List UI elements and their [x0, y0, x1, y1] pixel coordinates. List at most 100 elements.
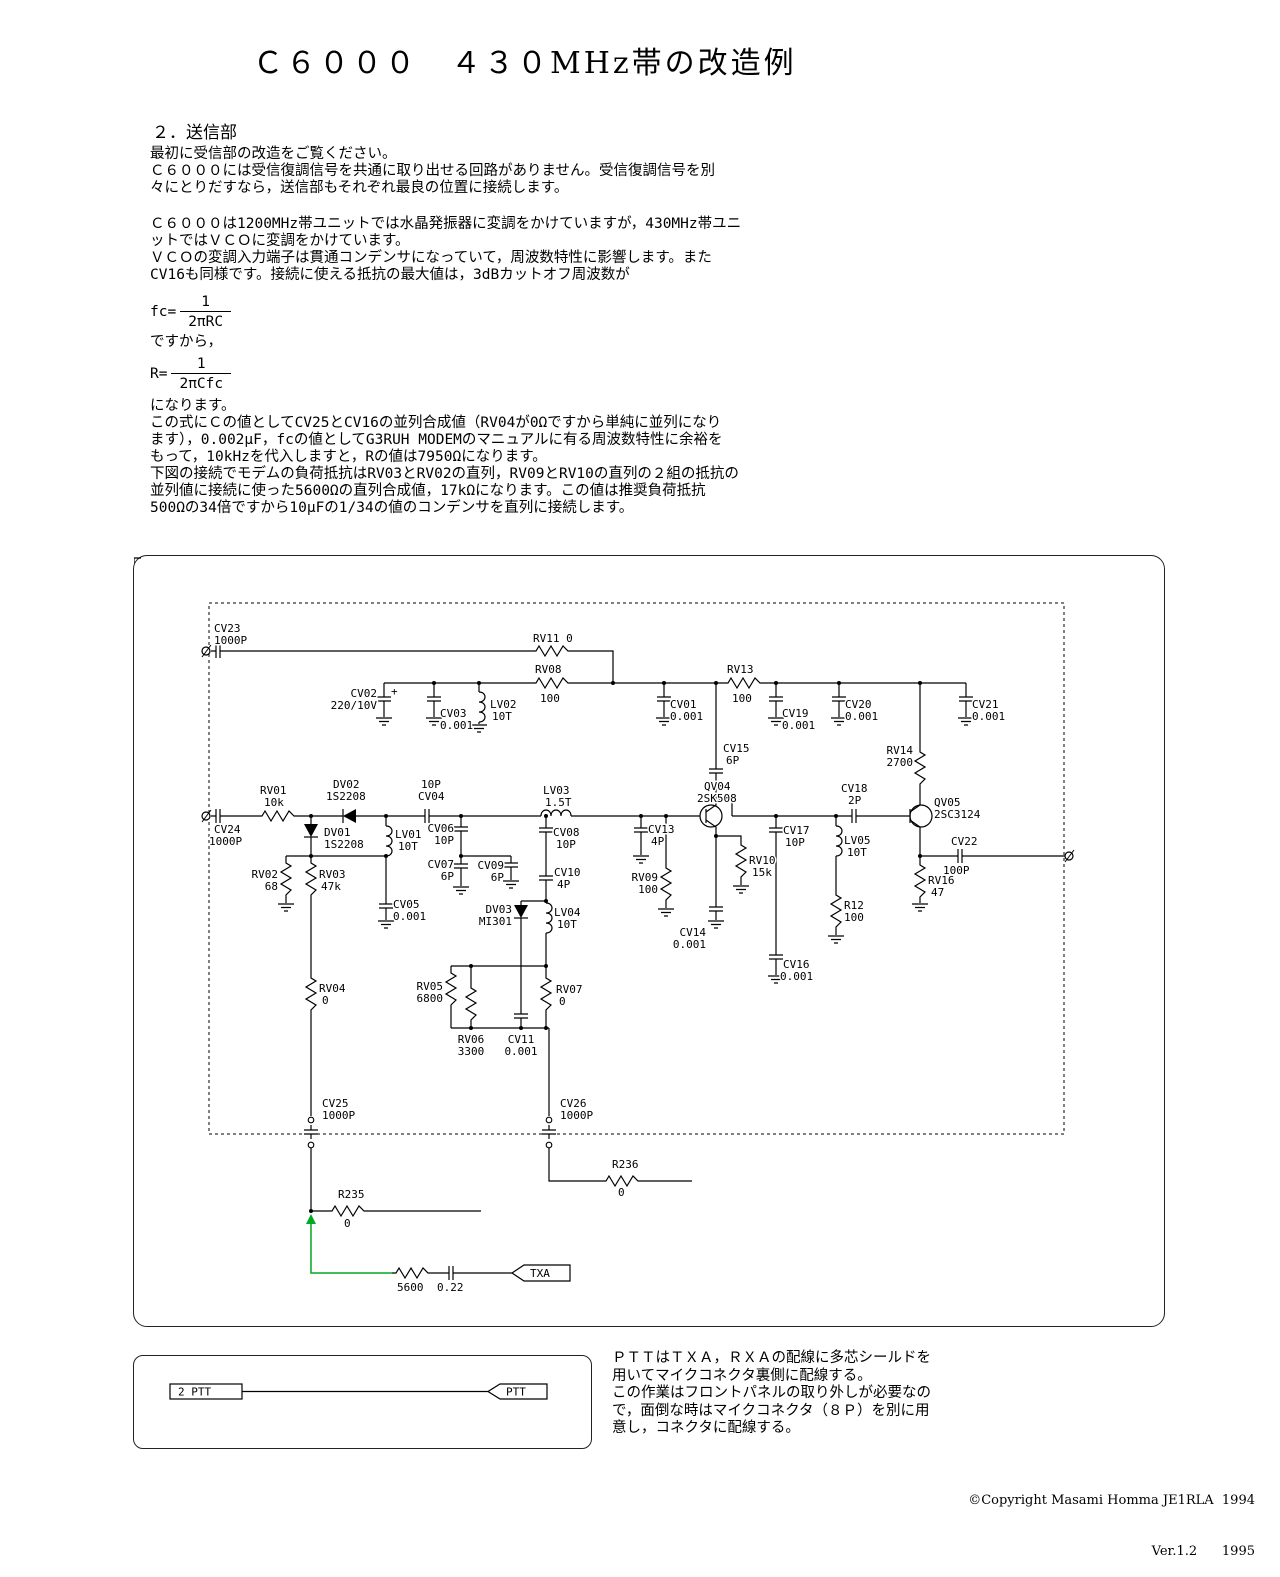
text-line: Ｃ６０００には受信復調信号を共通に取り出せる回路がありません。受信復調信号を別	[150, 163, 716, 179]
component-label: 6P	[491, 871, 505, 884]
component-label: RV04	[319, 982, 346, 995]
ptt-connector-tag	[486, 1383, 548, 1400]
ptt-tag-label: PTT	[506, 1386, 526, 1399]
component-label: 0	[618, 1186, 625, 1199]
component-label: CV14	[680, 926, 707, 939]
component-label: 1S2208	[324, 838, 364, 851]
formula-r: R= 1 2πCfc	[150, 356, 232, 392]
component-label: 15k	[752, 866, 772, 879]
formula-fc: fc= 1 2πRC	[150, 294, 232, 330]
component-label: DV02	[333, 778, 360, 791]
text-line: 並列値に接続に使った5600Ωの直列合成値，17kΩになります。この値は推奨負荷…	[150, 483, 706, 499]
component-label: 2SC3124	[934, 808, 981, 821]
component-label: RV16	[928, 874, 955, 887]
component-label: DV01	[324, 826, 351, 839]
formula-lhs: fc=	[150, 304, 177, 320]
text-line: 下図の接続でモデムの負荷抵抗はRV03とRV02の直列，RV09とRV10の直列…	[150, 466, 739, 482]
component-label: CV07	[428, 858, 455, 871]
component-label: R235	[338, 1188, 365, 1201]
component-label: CV11	[508, 1033, 535, 1046]
component-label: R236	[612, 1158, 639, 1171]
formula-numerator: 1	[201, 294, 211, 310]
component-label: 0	[559, 995, 566, 1008]
input-terminal-mid	[201, 809, 212, 823]
component-label: CV04	[418, 790, 445, 803]
resistors	[257, 645, 926, 1279]
shield-boundary	[208, 602, 1065, 1135]
component-label: CV10	[554, 866, 581, 879]
component-label: CV01	[670, 698, 697, 711]
component-label: 2700	[887, 756, 914, 769]
component-label: 4P	[557, 878, 571, 891]
component-label: 220/10V	[331, 699, 378, 712]
diode-dv03	[514, 905, 528, 919]
component-label: RV01	[260, 784, 287, 797]
component-label: RV07	[556, 983, 583, 996]
copyright-line2: Ver.1.2 1995	[1151, 1544, 1255, 1559]
transistor-qv04	[699, 804, 723, 828]
component-label: 6P	[441, 870, 455, 883]
component-label: 100P	[943, 864, 970, 877]
component-label: LV03	[543, 784, 570, 797]
component-label: LV05	[844, 834, 871, 847]
paragraph-1: 最初に受信部の改造をご覧ください。Ｃ６０００には受信復調信号を共通に取り出せる回…	[150, 146, 715, 197]
component-label: RV13	[727, 663, 754, 676]
component-label: 10T	[847, 846, 867, 859]
formula-denominator: 2πCfc	[171, 373, 232, 392]
component-label: CV18	[841, 782, 868, 795]
text-line: ットではＶＣＯに変調をかけています。	[150, 233, 410, 249]
component-label: 0.001	[972, 710, 1005, 723]
component-label: 100	[638, 883, 658, 896]
component-label: CV20	[845, 698, 872, 711]
component-label: CV16	[783, 958, 810, 971]
component-label: 1.5T	[545, 796, 572, 809]
formula-lhs: R=	[150, 366, 168, 382]
component-label: 0.001	[673, 938, 706, 951]
component-label: 0.001	[782, 719, 815, 732]
component-label: CV24	[214, 823, 241, 836]
component-label: 0.001	[845, 710, 878, 723]
component-label: 1000P	[214, 634, 247, 647]
paragraph-2: Ｃ６０００は1200MHz帯ユニットでは水晶発振器に変調をかけていますが，430…	[150, 216, 741, 284]
component-label: 47	[931, 886, 944, 899]
page-title: Ｃ６０００ ４３０MHz帯の改造例	[253, 46, 797, 81]
feedthrough-terminals	[307, 1116, 553, 1149]
component-label: RV03	[319, 868, 346, 881]
component-label: 10P	[421, 778, 441, 791]
ground-symbols	[277, 717, 975, 984]
component-label: 10P	[556, 838, 576, 851]
added-wire	[306, 1214, 392, 1274]
component-label: CV23	[214, 622, 241, 635]
component-label: 1000P	[209, 835, 242, 848]
text-line: もって，10kHzを代入しますと，Rの値は7950Ωになります。	[150, 449, 547, 465]
component-label: 0	[322, 994, 329, 1007]
component-label: 1000P	[322, 1109, 355, 1122]
component-label: 3300	[458, 1045, 485, 1058]
component-label: RV02	[252, 868, 279, 881]
component-label: RV09	[632, 871, 659, 884]
component-label: RV06	[458, 1033, 485, 1046]
ptt-pin-label: 2 PTT	[178, 1386, 211, 1399]
component-label: 10k	[264, 796, 284, 809]
copyright-line1: ©Copyright Masami Homma JE1RLA 1994	[968, 1493, 1255, 1508]
copyright: ©Copyright Masami Homma JE1RLA 1994 Ver.…	[955, 1458, 1255, 1577]
component-label: CV08	[553, 826, 580, 839]
text-line: ます），0.002μF，fcの値としてG3RUH MODEMのマニュアルに有る周…	[150, 432, 723, 448]
component-label: CV06	[428, 822, 455, 835]
component-label: CV21	[972, 698, 999, 711]
component-label: 68	[265, 880, 278, 893]
formula-numerator: 1	[196, 356, 206, 372]
component-label: 2P	[848, 794, 862, 807]
component-label: 6800	[417, 992, 444, 1005]
component-label: RV08	[535, 663, 562, 676]
component-label: CV25	[322, 1097, 349, 1110]
text-line: で，面倒な時はマイクコネクタ（８Ｐ）を別に用	[612, 1402, 930, 1419]
text-line: ＶＣＯの変調入力端子は貫通コンデンサになっていて，周波数特性に影響します。また	[150, 250, 712, 266]
component-label: CV19	[782, 707, 809, 720]
text-line: 々にとりだすなら，送信部もそれぞれ最良の位置に接続します。	[150, 180, 569, 196]
component-label: CV02	[351, 687, 378, 700]
text-line: 500Ωの34倍ですから10μFの1/34の値のコンデンサを直列に接続します。	[150, 500, 634, 516]
component-label: CV22	[951, 835, 978, 848]
